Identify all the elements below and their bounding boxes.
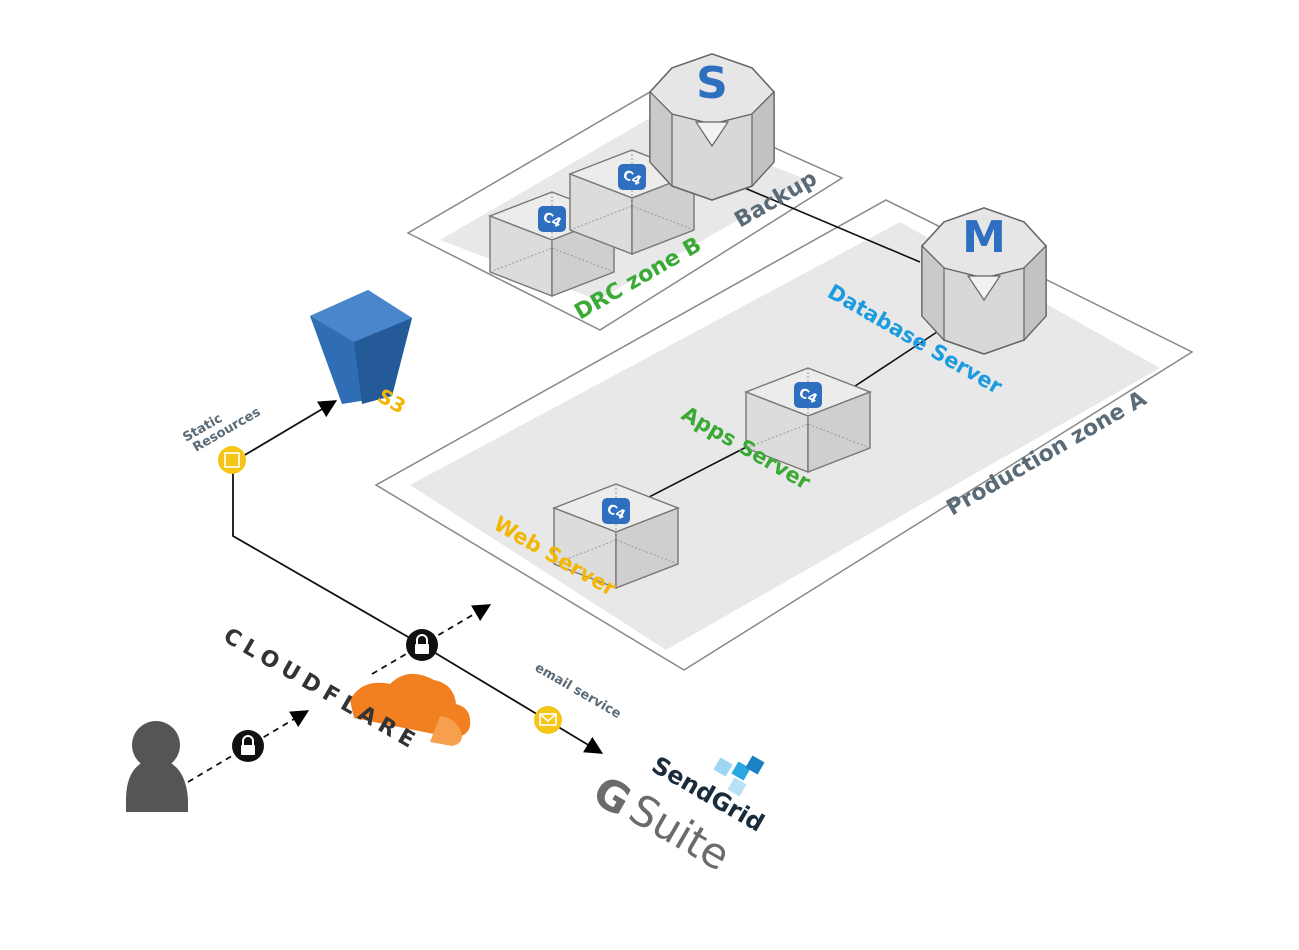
instance-label: C4 bbox=[604, 502, 627, 524]
static-resources-badge bbox=[218, 446, 246, 474]
s3-bucket-icon bbox=[310, 290, 412, 404]
db-slave-letter: S bbox=[696, 58, 728, 109]
db-master-letter: M bbox=[962, 212, 1006, 263]
lock-badge-cloudflare bbox=[406, 629, 438, 661]
web-server-instance: C4 bbox=[553, 483, 679, 589]
cloudflare-logo bbox=[350, 673, 471, 746]
instance-label: C4 bbox=[540, 210, 563, 232]
instance-label: C4 bbox=[620, 168, 643, 190]
backup-db-slave: S bbox=[649, 53, 775, 201]
drc-instance-1: C4 bbox=[489, 191, 615, 297]
lock-badge-user bbox=[232, 730, 264, 762]
database-master: M bbox=[921, 207, 1047, 355]
apps-server-instance: C4 bbox=[745, 367, 871, 473]
instance-label: C4 bbox=[796, 386, 819, 408]
user-icon bbox=[126, 721, 188, 812]
email-badge bbox=[534, 706, 562, 734]
sendgrid-logo bbox=[713, 755, 765, 797]
drc-instance-2: C4 bbox=[569, 149, 695, 255]
